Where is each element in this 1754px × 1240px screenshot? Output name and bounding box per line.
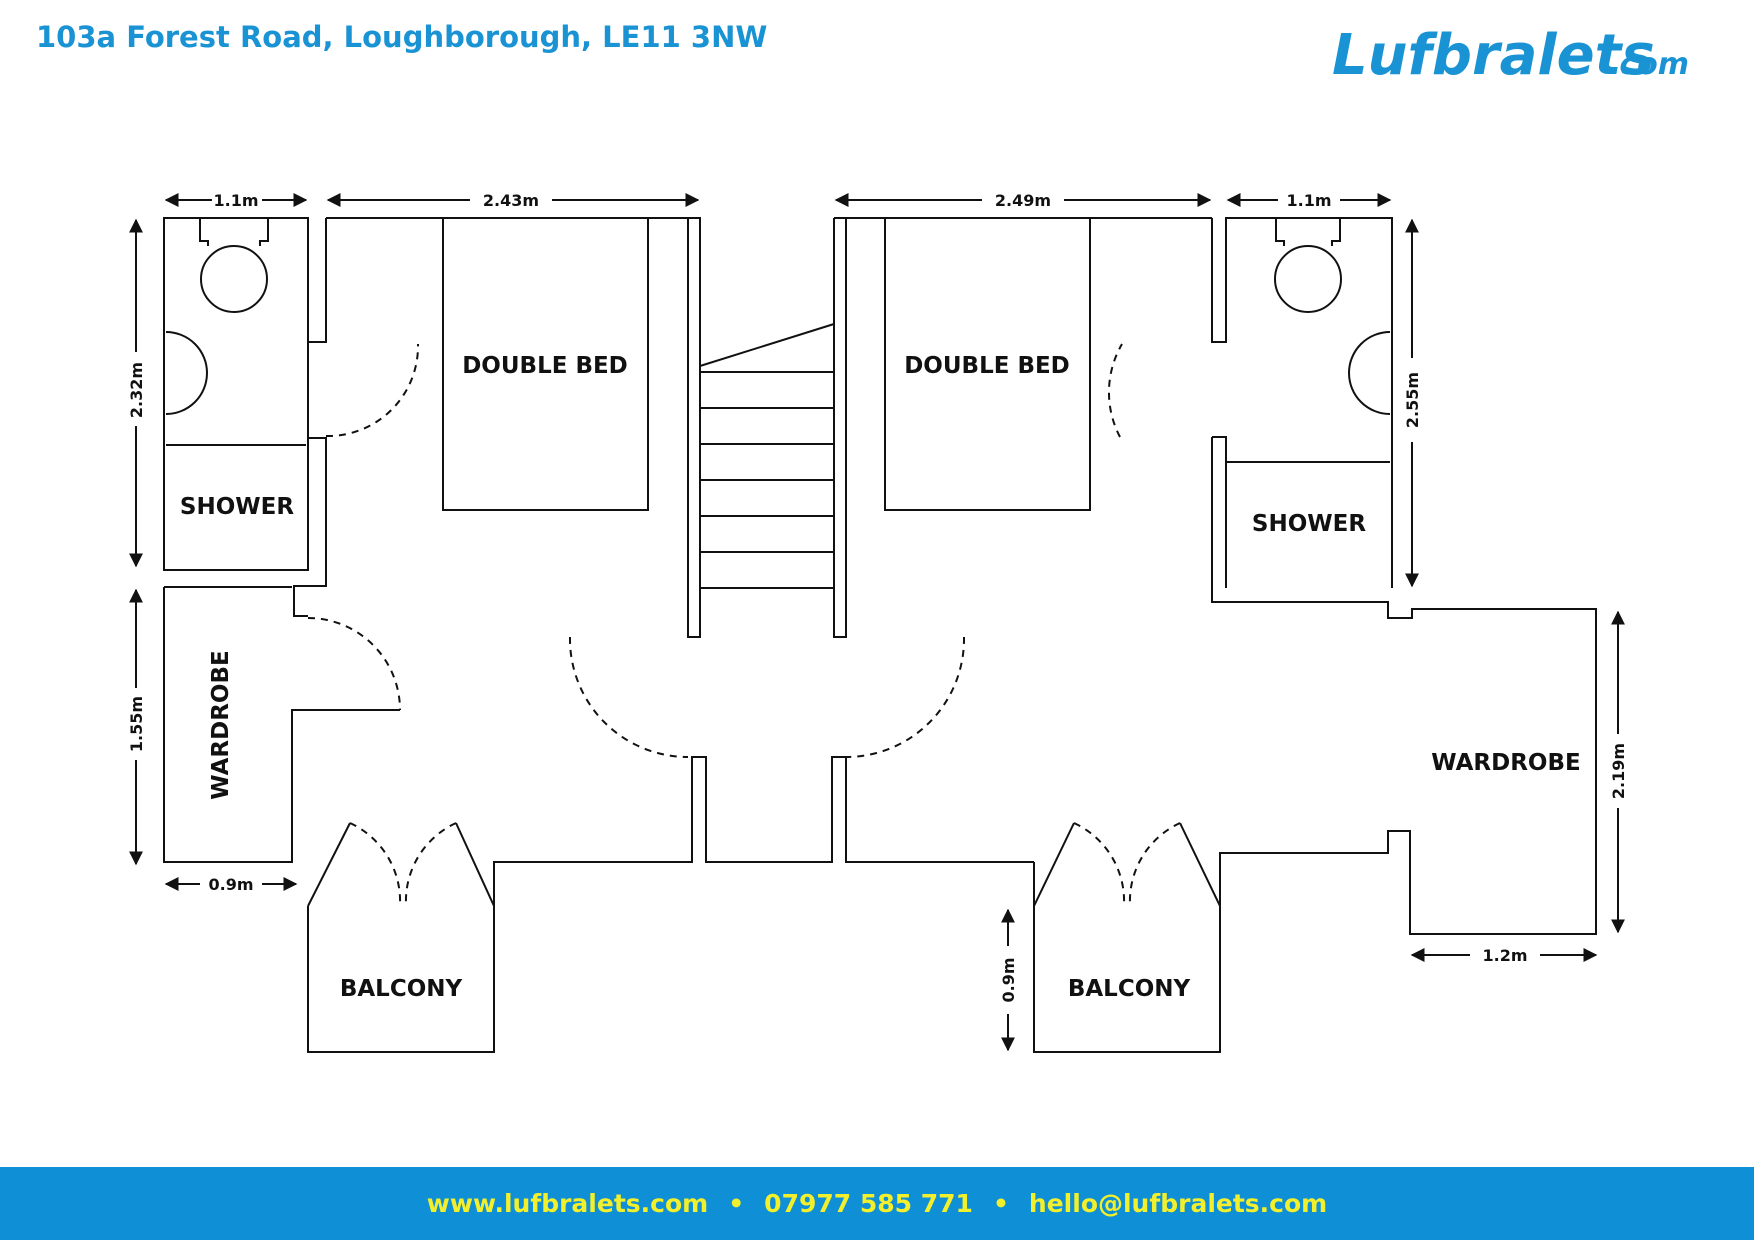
- logo-wordmark: Lufbralets: [1332, 23, 1655, 88]
- left-shower-label: SHOWER: [180, 494, 294, 520]
- dim-left-bath-width: 1.1m: [213, 191, 258, 210]
- dim-left-wardrobe-height: 1.55m: [127, 696, 146, 752]
- right-wardrobe-label: WARDROBE: [1431, 750, 1580, 776]
- dim-right-wardrobe-width: 1.2m: [1482, 946, 1527, 965]
- lufbralets-logo[interactable]: Lufbralets .com: [1326, 12, 1698, 92]
- left-wardrobe-label: WARDROBE: [208, 650, 234, 799]
- dim-right-bed-width: 2.49m: [995, 191, 1051, 210]
- dim-right-wardrobe-height: 2.19m: [1609, 743, 1628, 799]
- footer-phone-link[interactable]: 07977 585 771: [764, 1189, 973, 1218]
- left-balcony-label: BALCONY: [340, 976, 463, 1002]
- logo-suffix: .com: [1608, 47, 1689, 82]
- dim-left-wardrobe-width: 0.9m: [208, 875, 253, 894]
- dim-left-bath-height: 2.32m: [127, 362, 146, 418]
- dim-left-bed-width: 2.43m: [483, 191, 539, 210]
- right-toilet-bowl: [1274, 245, 1342, 313]
- right-balcony-label: BALCONY: [1068, 976, 1191, 1002]
- dim-right-bath-height: 2.55m: [1403, 372, 1422, 428]
- footer-separator: •: [992, 1189, 1009, 1218]
- left-toilet-bowl: [200, 245, 268, 313]
- right-sink: [1348, 331, 1391, 415]
- left-toilet-cistern: [199, 218, 269, 246]
- left-sink: [165, 331, 208, 415]
- property-address: 103a Forest Road, Loughborough, LE11 3NW: [36, 20, 768, 54]
- door-swings: [307, 343, 1181, 906]
- walls: [163, 217, 1597, 1053]
- footer-bar: www.lufbralets.com • 07977 585 771 • hel…: [0, 1167, 1754, 1240]
- dimension-lines: [129, 193, 1625, 1052]
- dim-right-balcony-depth: 0.9m: [999, 957, 1018, 1002]
- right-toilet-cistern: [1275, 218, 1341, 246]
- footer-website-link[interactable]: www.lufbralets.com: [426, 1189, 709, 1218]
- dim-right-bath-width: 1.1m: [1286, 191, 1331, 210]
- right-double-bed: [884, 217, 1091, 511]
- left-bed-label: DOUBLE BED: [462, 353, 628, 379]
- footer-separator: •: [728, 1189, 745, 1218]
- right-shower-label: SHOWER: [1252, 511, 1366, 537]
- left-double-bed: [442, 217, 649, 511]
- right-bed-label: DOUBLE BED: [904, 353, 1070, 379]
- footer-email-link[interactable]: hello@lufbralets.com: [1028, 1189, 1328, 1218]
